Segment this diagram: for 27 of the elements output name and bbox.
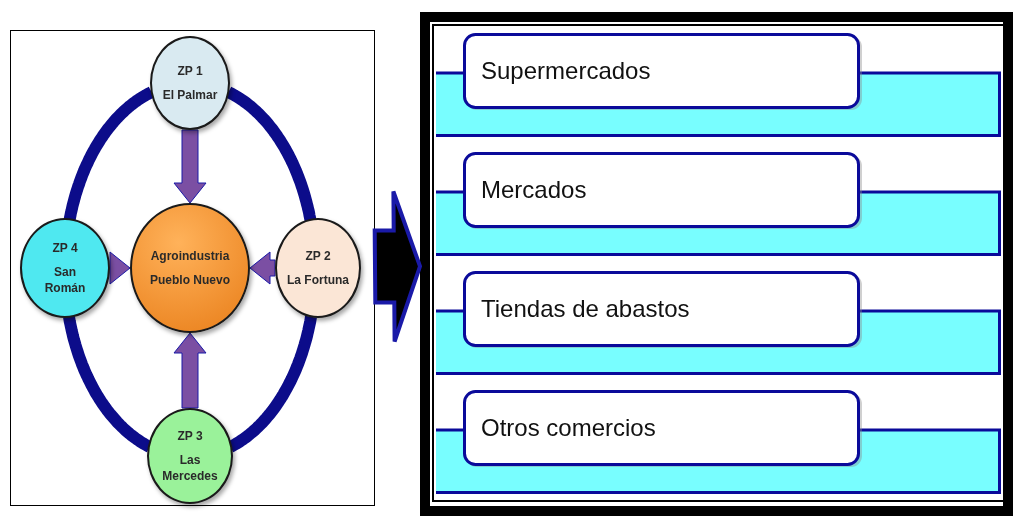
category-label: Tiendas de abastos [481,294,690,324]
zone-label: La Fortuna [287,272,349,289]
zone-label: ZP 4 [52,239,78,256]
category-label: Mercados [481,175,587,205]
zone-circle [150,36,230,130]
zone-label: San Román [43,263,87,297]
block-arrow [372,189,423,344]
block-arrow [173,129,207,204]
zone-label: ZP 2 [305,247,331,264]
zone-label: Pueblo Nuevo [150,272,230,289]
category-banner [436,33,1001,137]
block-arrow [249,251,276,285]
zone-label: ZP 1 [177,62,203,79]
block-arrow [173,332,207,409]
zone-label: El Palmar [162,87,218,104]
zone-circle [147,408,233,504]
category-banner [436,271,1001,375]
block-arrow [109,251,131,285]
zone-label: Las Mercedes [161,451,219,485]
zone-circle [275,218,361,318]
category-label: Otros comercios [481,413,656,443]
category-banner [436,152,1001,256]
zone-label: Agroindustria [150,247,230,264]
diagram-frame [10,30,375,506]
category-banner [436,390,1001,494]
category-label: Supermercados [481,56,651,86]
zone-label: ZP 3 [177,427,203,444]
